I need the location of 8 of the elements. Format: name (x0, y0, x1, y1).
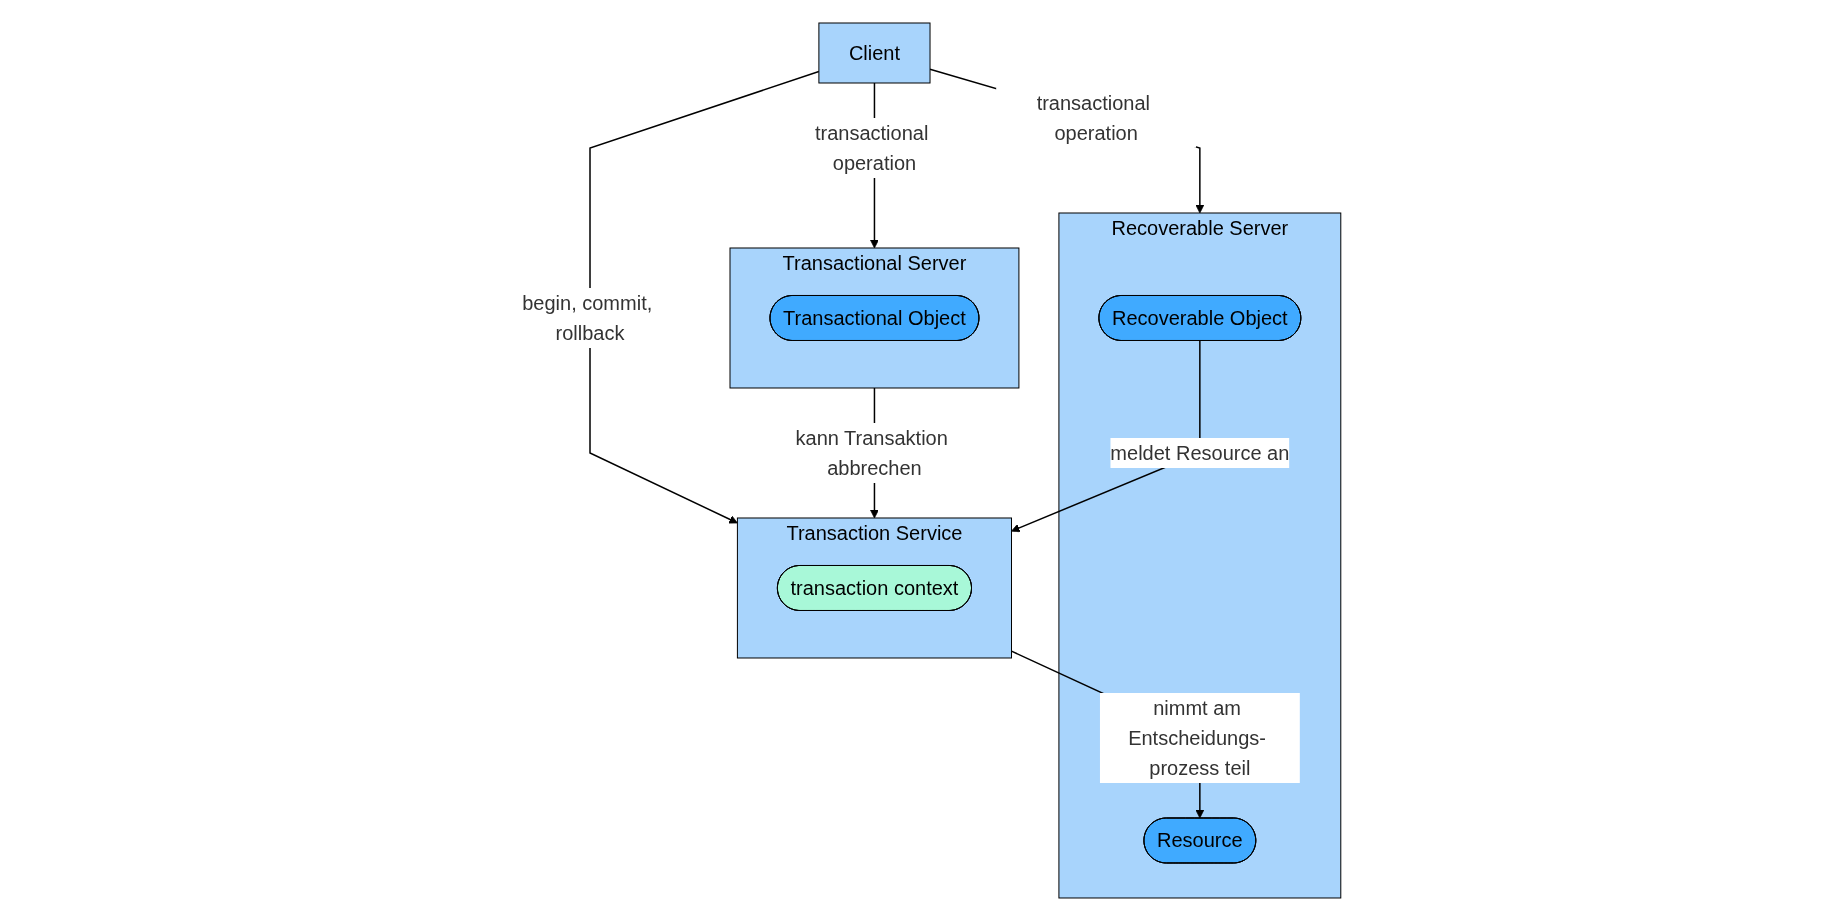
node-box: Client (818, 22, 931, 83)
edge-label: begin, commit, rollback (522, 291, 653, 344)
edge-label: meldet Resource an (1110, 441, 1290, 464)
edge-label: nimmt am Entscheidungs- prozess teil (1128, 696, 1267, 779)
edge-label: transactional operation (815, 121, 929, 174)
arrow (589, 70, 820, 524)
edge-label: transactional operation (1036, 91, 1151, 144)
edge-label: kann Transaktion abbrechen (795, 426, 948, 479)
